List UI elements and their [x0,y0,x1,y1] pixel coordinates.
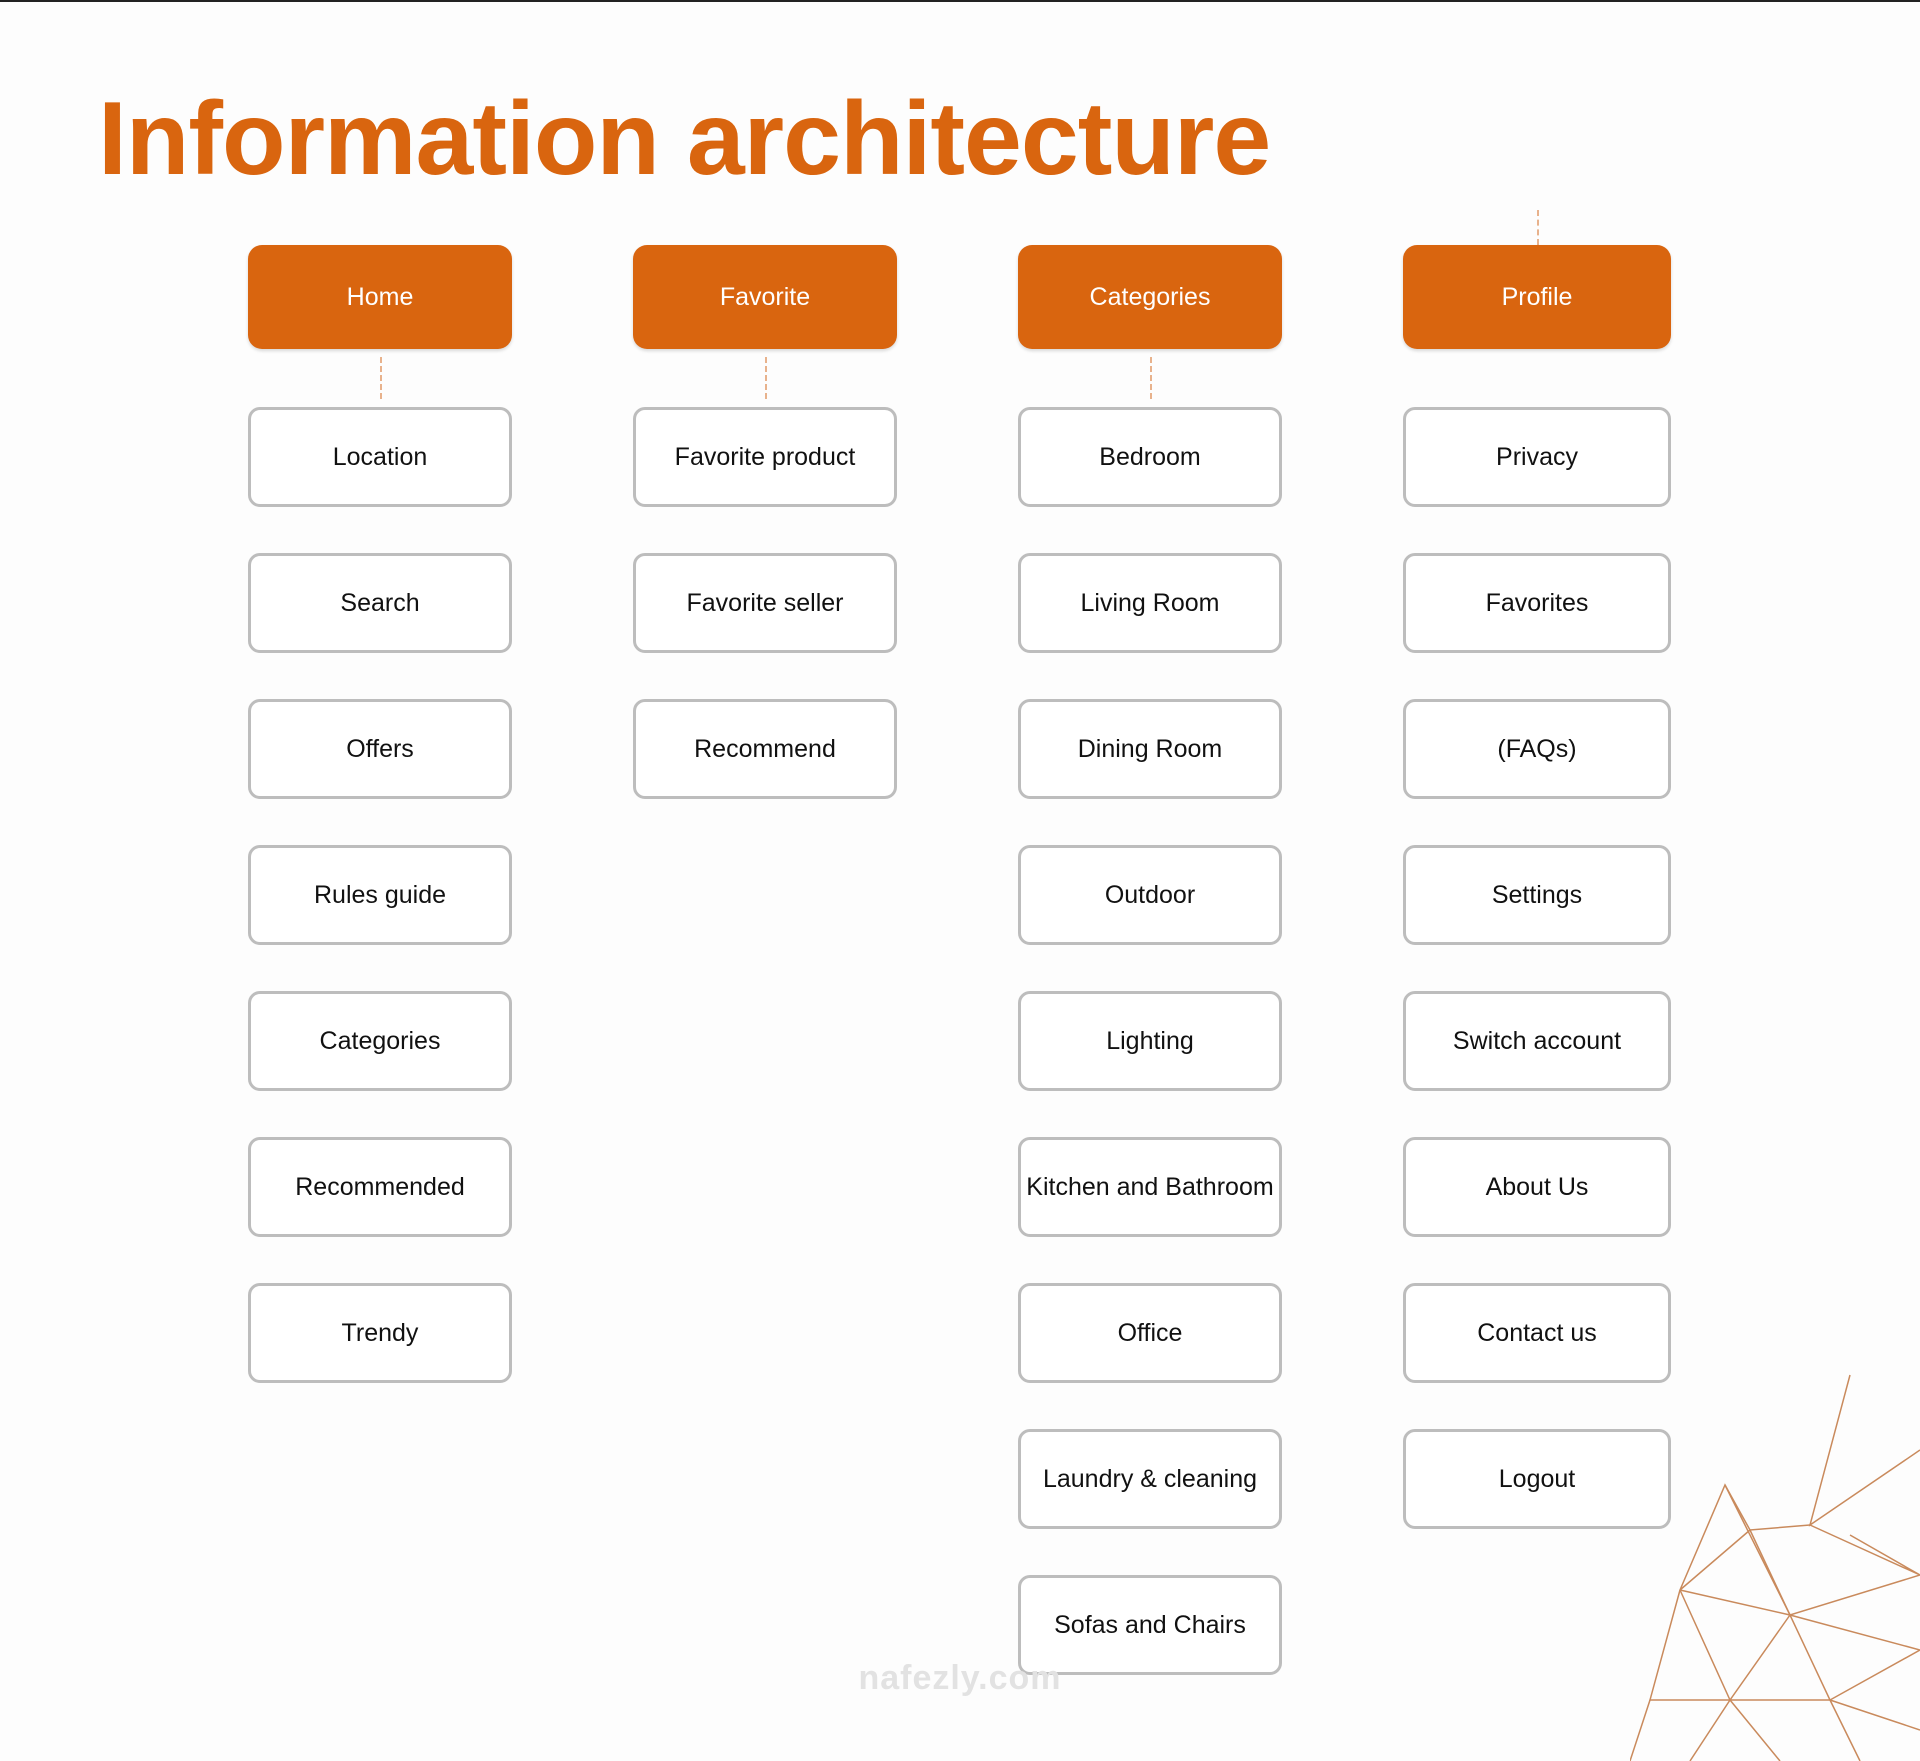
node-profile-contact-us[interactable]: Contact us [1403,1283,1671,1383]
node-profile-logout[interactable]: Logout [1403,1429,1671,1529]
profile-top-connector [1537,210,1539,245]
node-home-offers[interactable]: Offers [248,699,512,799]
node-favorite-favorite-seller[interactable]: Favorite seller [633,553,897,653]
node-categories-lighting[interactable]: Lighting [1018,991,1282,1091]
connector-home [380,357,382,399]
node-categories-office[interactable]: Office [1018,1283,1282,1383]
node-categories-dining-room[interactable]: Dining Room [1018,699,1282,799]
header-home[interactable]: Home [248,245,512,349]
node-profile-switch-account[interactable]: Switch account [1403,991,1671,1091]
node-categories-bedroom[interactable]: Bedroom [1018,407,1282,507]
page-title: Information architecture [98,81,1271,197]
node-home-trendy[interactable]: Trendy [248,1283,512,1383]
node-profile-favorites[interactable]: Favorites [1403,553,1671,653]
header-favorite[interactable]: Favorite [633,245,897,349]
node-profile-privacy[interactable]: Privacy [1403,407,1671,507]
node-home-search[interactable]: Search [248,553,512,653]
node-favorite-recommend[interactable]: Recommend [633,699,897,799]
node-categories-living-room[interactable]: Living Room [1018,553,1282,653]
connector-favorite [765,357,767,399]
watermark-text: nafezly.com [858,1659,1062,1697]
node-profile-faqs[interactable]: (FAQs) [1403,699,1671,799]
node-categories-laundry-cleaning[interactable]: Laundry & cleaning [1018,1429,1282,1529]
decorative-polygon-mesh [1630,1374,1920,1761]
node-home-categories[interactable]: Categories [248,991,512,1091]
node-favorite-favorite-product[interactable]: Favorite product [633,407,897,507]
connector-categories [1150,357,1152,399]
node-categories-outdoor[interactable]: Outdoor [1018,845,1282,945]
node-categories-kitchen-and-bathroom[interactable]: Kitchen and Bathroom [1018,1137,1282,1237]
watermark: nafezly.com [840,1645,1080,1698]
header-profile[interactable]: Profile [1403,245,1671,349]
node-profile-about-us[interactable]: About Us [1403,1137,1671,1237]
node-categories-sofas-and-chairs[interactable]: Sofas and Chairs [1018,1575,1282,1675]
node-home-rules-guide[interactable]: Rules guide [248,845,512,945]
top-rule [0,0,1920,2]
node-home-location[interactable]: Location [248,407,512,507]
header-categories[interactable]: Categories [1018,245,1282,349]
node-home-recommended[interactable]: Recommended [248,1137,512,1237]
node-profile-settings[interactable]: Settings [1403,845,1671,945]
